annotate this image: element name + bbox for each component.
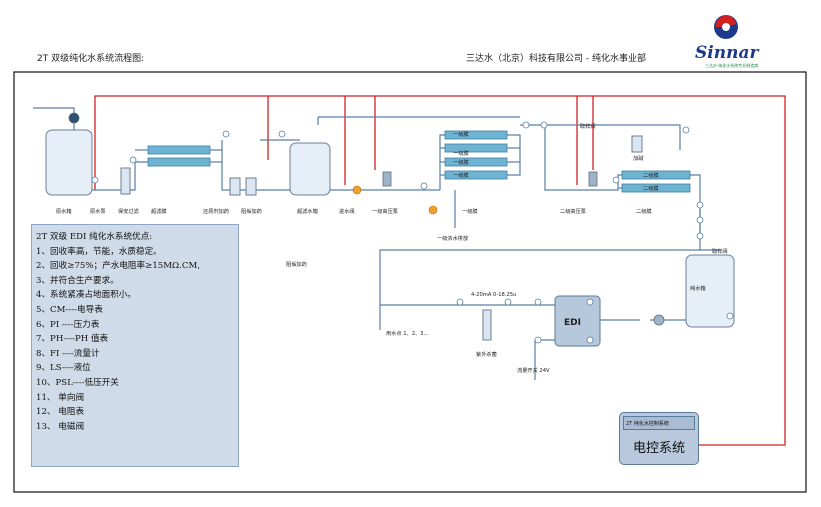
control-system-panel: 2T 纯化水控制系统 电控系统 (619, 412, 699, 465)
label-hp-pump-1: 一级高压泵 (372, 207, 398, 215)
label-security-filter: 保安过滤 (118, 207, 140, 215)
raw-water-tank (45, 129, 93, 196)
label-inlet-valve: 进水阀 (339, 207, 355, 215)
diagram-title: 2T 双级纯化水系统流程图: (37, 54, 145, 64)
legend-item: 5、CM----电导表 (36, 304, 103, 315)
legend-item: 4、系统紧凑占地面积小。 (36, 290, 136, 301)
control-system-subtitle: 2T 纯化水控制系统 (623, 416, 695, 430)
membranes (147, 130, 691, 193)
pure-water-tank (685, 254, 735, 328)
legend-item: 11、 单向阀 (36, 392, 85, 403)
label-ro1-membrane-2: 一级膜 (453, 130, 469, 138)
legend-item: 2、回收≥75%；产水电阻率≥15MΩ.CM, (36, 261, 201, 272)
label-edi: EDI (564, 318, 581, 328)
label-ro1-membrane-1: 一级膜 (453, 149, 469, 157)
signal-lines (94, 95, 786, 446)
legend-item: 8、FI ----流量计 (36, 348, 100, 359)
legend-panel: 2T 双级 EDI 纯化水系统优点: 1、回收率高，节能，水质稳定。 2、回收≥… (31, 224, 239, 467)
label-ro1-membrane-3: 一级膜 (453, 158, 469, 166)
logo-icon (714, 15, 738, 39)
label-reducer-dosing: 还原剂加药 (203, 207, 229, 215)
label-ro2: 二级膜 (636, 207, 652, 215)
label-scale-dosing: 阻垢加药 (241, 207, 262, 215)
alkali-tank (631, 135, 643, 153)
legend-item: 6、PI ----压力表 (36, 319, 100, 330)
logo-subtitle: 三达水·纯化水系统专业制造商 (705, 63, 759, 68)
label-ro1-discharge: 一级浓水排放 (437, 234, 469, 242)
tanks (45, 129, 735, 328)
label-use-points: 用水点 1、2、3... (386, 329, 429, 337)
label-raw-pump: 原水泵 (90, 207, 106, 215)
label-sampling-valve-2: 取样阀 (712, 247, 728, 255)
label-signal: 4-20mA 0-18.25u (471, 292, 516, 298)
legend-title: 2T 双级 EDI 纯化水系统优点: (36, 232, 153, 242)
legend-item: 3、并符合生产要求。 (36, 275, 119, 286)
label-raw-tank: 原水箱 (56, 207, 72, 215)
label-alkali: 加碱 (633, 154, 644, 162)
reducer-dosing-tank (229, 177, 241, 196)
security-filter (120, 167, 131, 195)
label-sampling-valve-1: 取样阀 (580, 122, 596, 130)
edi-module (554, 295, 601, 347)
uv-sterilizer (482, 309, 492, 341)
label-ro2-membrane-2: 二级膜 (643, 184, 659, 192)
company-name: 三达水（北京）科技有限公司 - 纯化水事业部 (466, 54, 646, 64)
label-flow-switch: 流量开关 24V (517, 366, 550, 374)
label-ro2-membrane-1: 二级膜 (643, 171, 659, 179)
label-scale-dosing-2: 阻垢加药 (286, 260, 307, 268)
legend-item: 7、PH----PH 值表 (36, 334, 109, 345)
label-uf-tank: 超滤水箱 (297, 207, 318, 215)
legend-item: 1、回收率高，节能，水质稳定。 (36, 246, 162, 257)
legend-item: 13、 电磁阀 (36, 421, 85, 432)
label-ro1-membrane-4: 一级膜 (453, 171, 469, 179)
legend-item: 9、LS----液位 (36, 363, 91, 374)
label-uv: 紫外杀菌 (476, 350, 497, 358)
legend-item: 12、 电阻表 (36, 407, 85, 418)
label-hp-pump-2: 二级高压泵 (560, 207, 586, 215)
legend-item: 10、PSL----低压开关 (36, 377, 119, 388)
control-system-title: 电控系统 (632, 441, 685, 456)
logo-text: Sinnar (695, 43, 759, 63)
label-pure-tank: 纯水箱 (690, 284, 706, 292)
label-uf-membrane: 超滤膜 (151, 207, 167, 215)
scale-dosing-tank (245, 177, 257, 196)
uf-water-tank (289, 142, 331, 196)
label-ro1: 一级膜 (462, 207, 478, 215)
